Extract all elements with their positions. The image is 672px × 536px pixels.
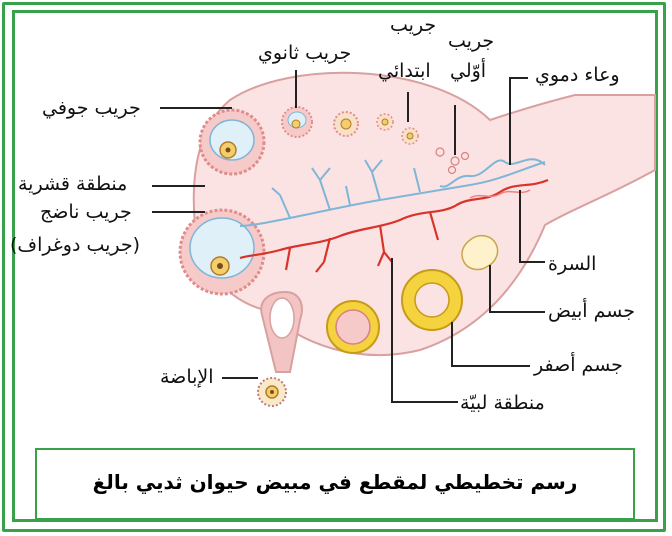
- figure-caption: رسم تخطيطي لمقطع في مبيض حيوان ثديي بالغ: [37, 470, 633, 494]
- label-graafian-follicle: (جريب دوغراف): [10, 234, 140, 256]
- label-medulla: منطقة لبيّة: [460, 392, 545, 414]
- label-corpus-albicans: جسم أبيض: [548, 300, 635, 322]
- corpus-luteum: [402, 270, 462, 330]
- label-secondary-follicle: جريب ثانوي: [258, 42, 351, 64]
- label-blood-vessel: وعاء دموي: [535, 64, 620, 86]
- ovulation-cavity: [270, 298, 294, 338]
- label-primordial-follicle-bottom: أوّلي: [450, 60, 486, 82]
- label-antral-follicle: جريب جوفي: [42, 97, 141, 119]
- label-cortex: منطقة قشرية: [18, 173, 127, 195]
- antral-follicle: [200, 110, 264, 174]
- label-primordial-follicle-top: جريب: [448, 30, 494, 52]
- label-mature-follicle: جريب ناضج: [40, 201, 132, 223]
- caption-box: رسم تخطيطي لمقطع في مبيض حيوان ثديي بالغ: [35, 448, 635, 520]
- label-primary-follicle-bottom: ابتدائي: [378, 60, 431, 82]
- developing-corpus-luteum: [327, 301, 379, 353]
- label-corpus-luteum: جسم أصفر: [534, 354, 623, 376]
- released-oocyte: [258, 378, 286, 406]
- label-hilum: السرة: [548, 253, 596, 275]
- graafian-follicle: [180, 210, 264, 294]
- label-ovulation: الإباضة: [160, 366, 214, 388]
- label-primary-follicle-top: جريب: [390, 14, 436, 36]
- secondary-follicle: [282, 107, 312, 137]
